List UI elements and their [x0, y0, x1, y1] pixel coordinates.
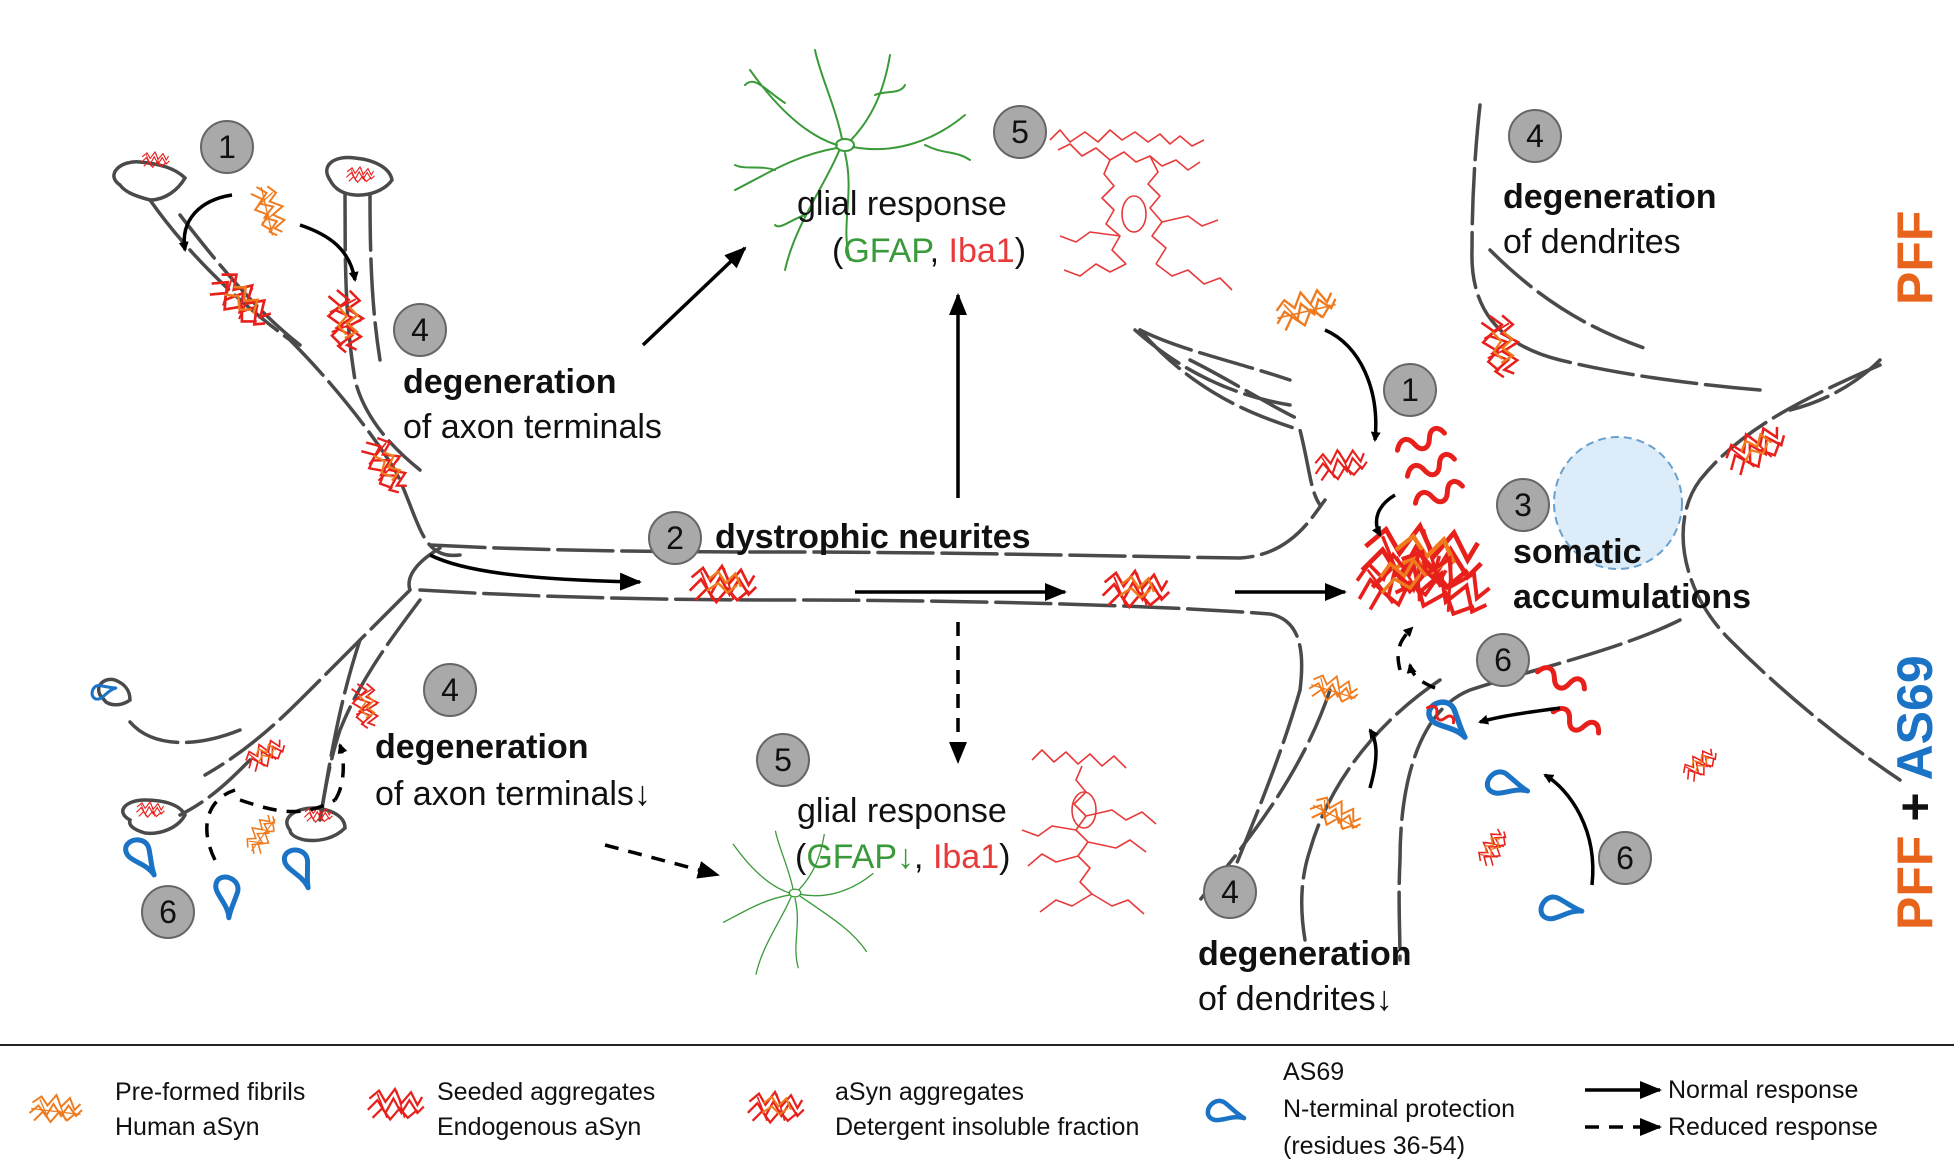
step-badge: 6 — [1476, 633, 1530, 687]
svg-text:1: 1 — [218, 129, 236, 165]
svg-text:6: 6 — [159, 894, 177, 930]
astrocyte-icon — [734, 49, 971, 271]
monomer-icon — [1550, 705, 1602, 740]
svg-text:1: 1 — [1401, 372, 1419, 408]
monomer-icon — [1535, 665, 1587, 696]
svg-text:4: 4 — [411, 312, 429, 348]
svg-text:5: 5 — [774, 742, 792, 778]
seeded-aggregate-icon — [135, 801, 165, 818]
pff-fibril-icon — [1268, 280, 1342, 336]
monomer-icon — [1395, 426, 1447, 457]
legend-as69-line2: N-terminal protection — [1283, 1095, 1515, 1123]
microglia-icon — [1049, 129, 1233, 291]
dystrophic-neurites-label: dystrophic neurites — [715, 518, 1031, 556]
of-dendrites-reduced-label: of dendrites↓ — [1198, 980, 1393, 1018]
text-labels: glial response (GFAP, Iba1) degeneration… — [375, 178, 1751, 1018]
as69-loop-icon — [211, 876, 240, 919]
pff-fibril-icon — [1306, 671, 1362, 707]
legend: Pre-formed fibrils Human aSyn Seeded agg… — [28, 1058, 1878, 1160]
side-label-pff-as69: PFF + AS69 — [1887, 655, 1943, 930]
of-axon-terminals-label: of axon terminals — [403, 408, 662, 446]
svg-text:6: 6 — [1616, 840, 1634, 876]
asyn-aggregate-icon — [1719, 418, 1791, 479]
degeneration-label: degeneration — [375, 728, 588, 766]
svg-text:3: 3 — [1514, 487, 1532, 523]
svg-text:4: 4 — [441, 672, 459, 708]
as69-loop-icon — [283, 848, 312, 891]
of-axon-terminals-reduced-label: of axon terminals↓ — [375, 775, 651, 813]
nucleus — [1553, 436, 1683, 570]
seeded-aggregate-icon — [1311, 444, 1370, 484]
monomer-icon — [1405, 452, 1457, 483]
asyn-aggregate-icon — [241, 734, 289, 775]
as69-loop-icon — [123, 836, 158, 881]
seeded-aggregate-icon — [366, 1087, 425, 1121]
somatic-aggregate — [1351, 526, 1499, 628]
asyn-aggregate-icon — [350, 681, 382, 730]
as69-loop-icon — [1484, 768, 1530, 807]
degeneration-label: degeneration — [403, 363, 616, 401]
pff-fibril-icon — [247, 179, 293, 241]
svg-text:4: 4 — [1221, 874, 1239, 910]
svg-text:5: 5 — [1011, 114, 1029, 150]
legend-seeded-line2: Endogenous aSyn — [437, 1113, 641, 1141]
as69-loop-icon — [90, 684, 118, 701]
step-badge: 5 — [756, 733, 810, 787]
astrocyte-icon — [722, 830, 874, 975]
asyn-aggregate-icon — [1474, 825, 1511, 869]
legend-agg-line2: Detergent insoluble fraction — [835, 1113, 1139, 1141]
legend-as69-line1: AS69 — [1283, 1058, 1344, 1086]
asyn-aggregate-icon — [326, 288, 366, 354]
degeneration-label: degeneration — [1503, 178, 1716, 216]
accumulations-label: accumulations — [1513, 578, 1751, 616]
svg-text:6: 6 — [1494, 642, 1512, 678]
as69-loop-icon — [1205, 1097, 1246, 1133]
legend-normal: Normal response — [1668, 1076, 1858, 1104]
svg-text:4: 4 — [1526, 118, 1544, 154]
step-badge: 4 — [1203, 865, 1257, 919]
asyn-aggregate-icon — [748, 1092, 804, 1122]
arrows — [178, 193, 1595, 886]
svg-text:2: 2 — [666, 520, 684, 556]
legend-reduced: Reduced response — [1668, 1113, 1878, 1141]
monomer-icon — [1413, 479, 1465, 510]
legend-agg-line1: aSyn aggregates — [835, 1078, 1024, 1106]
as69-loop-icon — [1425, 697, 1468, 747]
glial-response-label: glial response — [797, 185, 1007, 223]
glial-response-label: glial response — [797, 792, 1007, 830]
legend-as69-line3: (residues 36-54) — [1283, 1132, 1465, 1160]
legend-seeded-line1: Seeded aggregates — [437, 1078, 655, 1106]
marker-label: (GFAP, Iba1) — [832, 232, 1026, 270]
step-badge: 4 — [393, 303, 447, 357]
microglia-icon — [1021, 749, 1157, 915]
step-badge: 5 — [993, 105, 1047, 159]
asyn-aggregate-icon — [690, 566, 757, 602]
asyn-aggregate-icon — [1103, 571, 1170, 607]
somatic-label: somatic — [1513, 533, 1642, 571]
step-badges: 1 5 4 4 1 3 2 6 4 5 6 4 6 — [141, 105, 1652, 939]
marker-label-reduced: (GFAP↓, Iba1) — [795, 838, 1010, 876]
step-badge: 2 — [648, 511, 702, 565]
as69-loop-icon — [1538, 894, 1583, 929]
legend-pff-line1: Pre-formed fibrils — [115, 1078, 305, 1106]
asyn-aggregate-icon — [1479, 312, 1524, 380]
side-label-pff: PFF — [1887, 211, 1943, 305]
degeneration-label: degeneration — [1198, 935, 1411, 973]
pff-fibril-icon — [240, 809, 282, 859]
step-badge: 6 — [1598, 831, 1652, 885]
seeded-aggregate-icon — [345, 166, 375, 183]
pff-fibril-icon — [28, 1094, 83, 1123]
of-dendrites-label: of dendrites — [1503, 223, 1681, 261]
step-badge: 4 — [423, 663, 477, 717]
step-badge: 6 — [141, 885, 195, 939]
step-badge: 4 — [1508, 109, 1562, 163]
asyn-aggregate-icon — [1679, 744, 1722, 785]
legend-pff-line2: Human aSyn — [115, 1113, 260, 1141]
step-badge: 1 — [1383, 363, 1437, 417]
step-badge: 1 — [200, 120, 254, 174]
step-badge: 3 — [1496, 478, 1550, 532]
